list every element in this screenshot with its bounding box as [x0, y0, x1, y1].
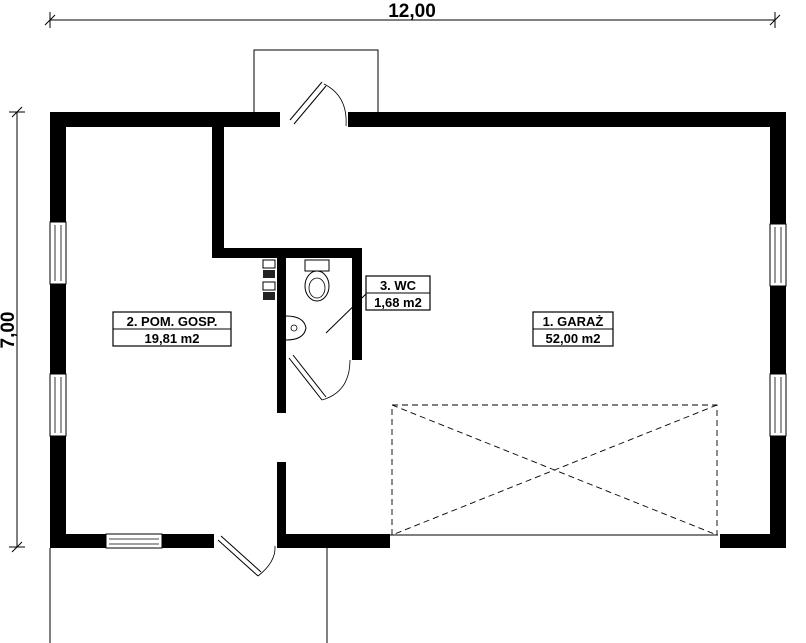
window-right-upper: [769, 223, 787, 287]
window-bottom: [105, 533, 163, 549]
window-left-lower: [49, 373, 67, 437]
room-area: 1,68 m2: [374, 295, 422, 310]
room-label-wc: 3. WC 1,68 m2: [325, 275, 431, 334]
room-label-utility: 2. POM. GOSP. 19,81 m2: [112, 311, 232, 347]
width-dimension-label: 12,00: [388, 1, 436, 22]
window-left-upper: [49, 221, 67, 285]
room-label-garage: 1. GARAŻ 52,00 m2: [532, 311, 614, 347]
windows: [49, 221, 787, 549]
height-dimension-label: 7,00: [0, 312, 19, 349]
toilet-icon: [304, 259, 330, 302]
room-name: 3. WC: [380, 278, 417, 293]
room-name: 1. GARAŻ: [543, 314, 604, 329]
window-right-lower: [769, 373, 787, 437]
wc-fixtures: [262, 259, 330, 341]
terrace-door: [217, 535, 276, 577]
entrance-door: [289, 81, 347, 127]
entrance-porch: [253, 49, 379, 112]
wc-door: [288, 354, 351, 401]
rear-terrace: [49, 534, 718, 643]
dimension-left: 7,00: [0, 106, 25, 553]
room-area: 19,81 m2: [145, 331, 200, 346]
room-area: 52,00 m2: [546, 331, 601, 346]
garage-door-outline: [391, 404, 718, 536]
sink-icon: [285, 315, 307, 341]
room-name: 2. POM. GOSP.: [127, 314, 218, 329]
dimension-top: 12,00: [44, 1, 781, 28]
walls: [50, 112, 786, 548]
